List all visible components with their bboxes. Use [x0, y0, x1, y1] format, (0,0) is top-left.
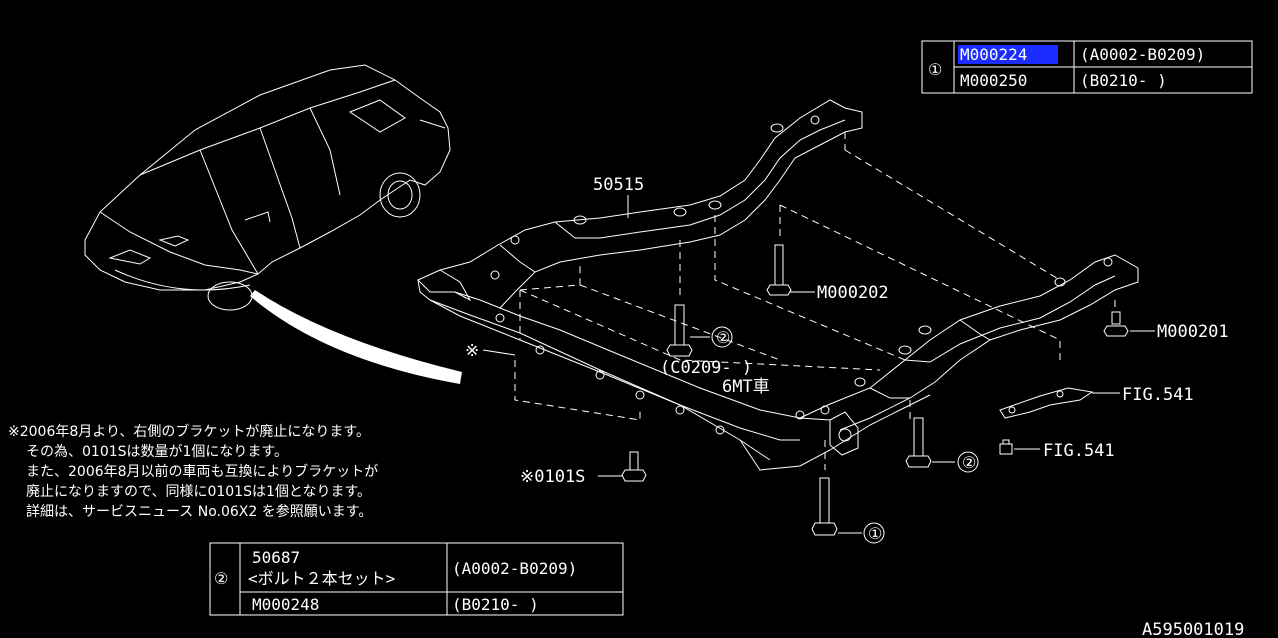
note-line-4: 廃止になりますので、同様に0101Sは1個となります。	[26, 483, 371, 500]
top-part-table: ① M000224 (A0002-B0209) M000250 (B0210- …	[921, 40, 1253, 94]
top-table-row1-range: (A0002-B0209)	[1080, 45, 1205, 64]
note-line-2: その為、0101Sは数量が1個になります。	[26, 444, 288, 460]
bolt-2-upper[interactable]	[666, 304, 693, 357]
callout-2-lower: ②	[962, 453, 976, 472]
label-0101s[interactable]: ※0101S	[520, 467, 585, 487]
label-fig541-clip[interactable]: FIG.541	[1043, 441, 1115, 461]
top-table-row1-part[interactable]: M000224	[960, 45, 1027, 64]
subframe-50515[interactable]	[417, 99, 1139, 471]
bottom-table-row2-part[interactable]: M000248	[252, 595, 319, 614]
clip-fig541[interactable]	[999, 439, 1013, 455]
top-table-row2-part[interactable]: M000250	[960, 71, 1027, 90]
service-notes: ※2006年8月より、右側のブラケットが廃止になります。 その為、0101Sは数…	[8, 423, 378, 520]
vehicle-outline	[84, 64, 451, 311]
bottom-part-table: ② 50687 <ボルト２本セット> (A0002-B0209) M000248…	[209, 542, 624, 616]
bottom-table-row1-range: (A0002-B0209)	[452, 559, 577, 578]
note-line-1: ※2006年8月より、右側のブラケットが廃止になります。	[8, 423, 370, 440]
label-fig541-bracket[interactable]: FIG.541	[1122, 385, 1194, 405]
top-table-ref: ①	[928, 60, 942, 79]
bolt-2-lower[interactable]	[905, 417, 932, 468]
note-line-5: 詳細は、サービスニュース No.06X2 を参照願います。	[26, 503, 372, 520]
label-6mt: 6MT車	[722, 377, 770, 397]
note-line-3: また、2006年8月以前の車両も互換によりブラケットが	[26, 463, 378, 480]
bottom-table-row1-part[interactable]: 50687	[252, 548, 300, 567]
label-ref-marker: ※	[465, 341, 479, 361]
label-m000202[interactable]: M000202	[817, 283, 889, 303]
label-50515[interactable]: 50515	[593, 175, 644, 195]
bottom-table-ref: ②	[214, 569, 228, 588]
bolt-m000201[interactable]	[1103, 311, 1129, 337]
bolt-m000202[interactable]	[766, 244, 792, 296]
pointer-wedge	[250, 290, 462, 384]
callout-1: ①	[868, 524, 882, 543]
drawing-id: A595001019	[1142, 620, 1244, 638]
bottom-table-row1-set: <ボルト２本セット>	[248, 569, 395, 588]
bolt-1[interactable]	[811, 477, 838, 536]
bracket-fig541[interactable]	[999, 387, 1094, 419]
bolt-0101s[interactable]	[621, 451, 647, 482]
bottom-table-row2-range: (B0210- )	[452, 595, 539, 614]
top-table-row2-range: (B0210- )	[1080, 71, 1167, 90]
leader-lines	[482, 195, 1155, 534]
label-m000201[interactable]: M000201	[1157, 322, 1229, 342]
callout-2-upper: ②	[716, 328, 730, 347]
label-c0209: (C0209- )	[660, 358, 752, 378]
hidden-lines	[514, 132, 1116, 470]
selection-highlight	[958, 45, 1058, 64]
